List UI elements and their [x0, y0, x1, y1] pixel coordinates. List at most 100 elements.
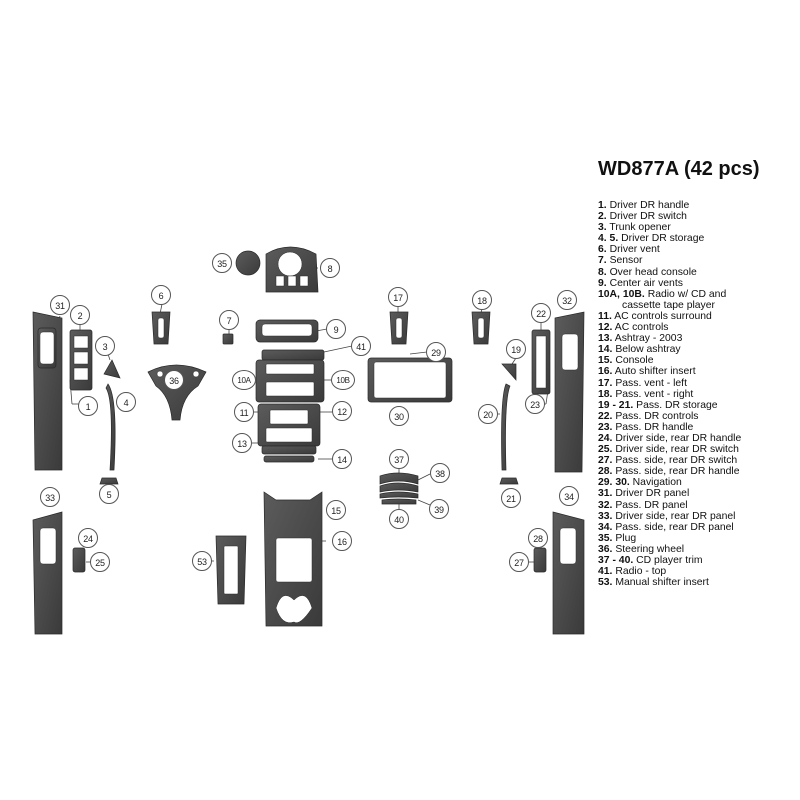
part-steering-wheel	[147, 364, 207, 421]
legend-item: 19 - 21. Pass. DR storage	[598, 400, 741, 411]
legend-item: 12. AC controls	[598, 322, 741, 333]
legend-text: Sensor	[609, 255, 643, 267]
legend-item: 2. Driver DR switch	[598, 211, 741, 222]
callout-39: 39	[429, 499, 449, 519]
legend-number: 24.	[598, 432, 613, 444]
legend-item: 25. Driver side, rear DR switch	[598, 444, 741, 455]
legend-text: Steering wheel	[615, 543, 685, 555]
callout-7: 7	[219, 310, 239, 330]
legend-text: Pass. DR handle	[615, 421, 694, 433]
legend-number: 31.	[598, 488, 613, 500]
callout-40: 40	[389, 509, 409, 529]
callout-5: 5	[99, 484, 119, 504]
callout-8: 8	[320, 258, 340, 278]
legend-text: Driver side, rear DR handle	[615, 432, 742, 444]
legend-number: 2.	[598, 211, 607, 223]
callout-16: 16	[332, 531, 352, 551]
legend-item: 18. Pass. vent - right	[598, 389, 741, 400]
legend-item: 29. 30. Navigation	[598, 477, 741, 488]
legend-number: 29. 30.	[598, 477, 630, 489]
legend-number: 28.	[598, 466, 613, 478]
legend-text: Driver side, rear DR panel	[615, 510, 736, 522]
part-driver-storage-end	[99, 477, 119, 485]
callout-10b: 10B	[331, 370, 355, 390]
legend-number: 3.	[598, 222, 607, 234]
callout-30: 30	[389, 406, 409, 426]
legend-text: CD player trim	[636, 555, 703, 566]
legend-number: 34.	[598, 521, 613, 533]
legend-item: 6. Driver vent	[598, 244, 741, 255]
legend-item: 10A, 10B. Radio w/ CD and	[598, 289, 741, 300]
callout-36: 36	[164, 370, 184, 390]
legend-number: 35.	[598, 532, 613, 544]
callout-22: 22	[531, 303, 551, 323]
callout-11: 11	[234, 402, 254, 422]
part-pass-storage-strip	[501, 383, 511, 471]
legend-item: 27. Pass. side, rear DR switch	[598, 455, 741, 466]
legend-text: Driver side, rear DR switch	[615, 444, 739, 456]
legend-number: 9.	[598, 277, 607, 289]
legend-text: Pass. side, rear DR panel	[615, 521, 734, 533]
legend-item: 15. Console	[598, 355, 741, 366]
callout-27: 27	[509, 552, 529, 572]
callout-9: 9	[326, 319, 346, 339]
legend-item: 22. Pass. DR controls	[598, 411, 741, 422]
legend-number: 19 - 21.	[598, 399, 634, 411]
callout-29: 29	[426, 342, 446, 362]
legend-text: Radio w/ CD and	[647, 288, 727, 300]
callout-1: 1	[78, 396, 98, 416]
legend-item: 16. Auto shifter insert	[598, 366, 741, 377]
legend-text: Pass. side, rear DR handle	[615, 466, 740, 478]
legend-number: 25.	[598, 444, 613, 456]
legend-item: 4. 5. Driver DR storage	[598, 233, 741, 244]
legend-number: 27.	[598, 455, 613, 467]
legend-number: 22.	[598, 410, 613, 422]
legend-item: 34. Pass. side, rear DR panel	[598, 522, 741, 533]
callout-25: 25	[90, 552, 110, 572]
legend-number: 11.	[598, 310, 612, 322]
legend-number: 1.	[598, 200, 607, 211]
callout-20: 20	[478, 404, 498, 424]
legend-item: 1. Driver DR handle	[598, 200, 741, 211]
legend-text: Center air vents	[609, 277, 683, 289]
legend-text: Ashtray - 2003	[614, 333, 683, 345]
part-cd-trim-40	[381, 498, 417, 505]
legend-text: Navigation	[632, 477, 682, 489]
part-radio-top	[261, 349, 325, 361]
callout-10a: 10A	[232, 370, 256, 390]
legend-text: Pass. DR storage	[636, 399, 718, 411]
legend-number: 4. 5.	[598, 233, 619, 245]
legend-number: 41.	[598, 566, 613, 578]
legend-text: Driver DR switch	[609, 211, 687, 223]
callout-41: 41	[351, 336, 371, 356]
callout-19: 19	[506, 339, 526, 359]
legend-text: Plug	[615, 532, 637, 544]
legend-number: 14.	[598, 344, 613, 356]
legend-number: 12.	[598, 322, 613, 334]
legend-item: 13. Ashtray - 2003	[598, 333, 741, 344]
callout-3: 3	[95, 336, 115, 356]
legend-item: 41. Radio - top	[598, 566, 741, 577]
legend-item: 36. Steering wheel	[598, 544, 741, 555]
part-pass-storage-tri	[501, 363, 517, 381]
legend-text: Trunk opener	[609, 222, 671, 234]
callout-6: 6	[151, 285, 171, 305]
legend-text: Pass. DR panel	[615, 499, 688, 511]
callout-12: 12	[332, 401, 352, 421]
legend-text: Driver DR storage	[621, 233, 705, 245]
legend-item: 24. Driver side, rear DR handle	[598, 433, 741, 444]
legend-text: Console	[615, 355, 654, 367]
part-cd-trim-39	[379, 491, 419, 499]
callout-35: 35	[212, 253, 232, 273]
legend-item: cassette tape player	[598, 300, 741, 311]
callout-23: 23	[525, 394, 545, 414]
legend-item: 9. Center air vents	[598, 278, 741, 289]
legend-number: 32.	[598, 499, 613, 511]
legend-number: 36.	[598, 543, 613, 555]
callout-14: 14	[332, 449, 352, 469]
callout-28: 28	[528, 528, 548, 548]
legend-item: 53. Manual shifter insert	[598, 577, 741, 588]
part-driver-rear-switch	[72, 547, 86, 573]
